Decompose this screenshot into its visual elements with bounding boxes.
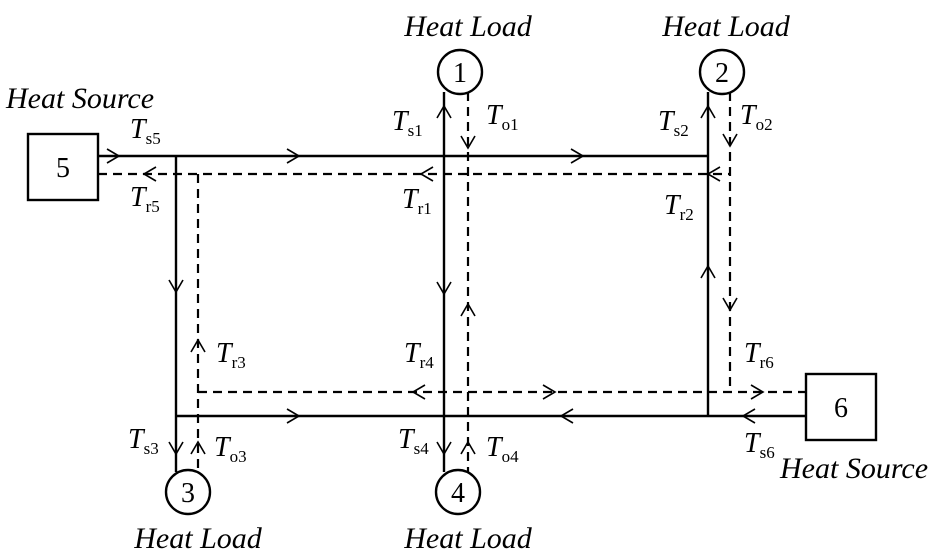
node-3-caption: Heat Load [133, 522, 263, 555]
node-6-box [804, 372, 878, 442]
node-2: 2 Heat Load [661, 10, 791, 96]
temp-label-tr2: Tr2 [664, 190, 694, 224]
temp-label-tr4: Tr4 [404, 338, 434, 372]
node-2-label: 2 [715, 58, 729, 89]
arrow-left-icon [559, 408, 574, 424]
temp-label-ts4: Ts4 [398, 424, 429, 458]
node-3-circle [164, 468, 212, 516]
node-4-circle [434, 468, 482, 516]
node-1-caption: Heat Load [403, 10, 533, 43]
temp-label-ts3: Ts3 [128, 424, 159, 458]
arrow-down-icon [460, 135, 476, 150]
node-3-label: 3 [181, 478, 195, 509]
node-1: 1 Heat Load [403, 10, 533, 96]
arrow-down-icon [722, 297, 738, 312]
temp-label-ts1: Ts1 [392, 106, 423, 140]
node-2-circle [698, 48, 746, 96]
temp-label-to4: To4 [486, 432, 519, 466]
arrow-up-icon [460, 302, 476, 317]
arrow-up-icon [460, 440, 476, 455]
node-1-label: 1 [453, 58, 467, 89]
arrow-up-icon [700, 264, 716, 279]
arrow-right-icon [750, 384, 765, 400]
node-4-label: 4 [451, 478, 465, 509]
node-2-caption: Heat Load [661, 10, 791, 43]
node-4: 4 Heat Load [403, 468, 533, 555]
node-1-circle [436, 48, 484, 96]
arrow-left-icon [741, 408, 756, 424]
temp-label-to3: To3 [214, 432, 247, 466]
temp-label-tr6: Tr6 [744, 338, 774, 372]
arrow-down-icon [436, 281, 452, 296]
arrow-left-icon [419, 166, 434, 182]
node-3: 3 Heat Load [133, 468, 263, 555]
arrow-right-icon [286, 408, 301, 424]
arrow-left-icon [706, 166, 721, 182]
temp-label-to2: To2 [740, 100, 773, 134]
temp-label-tr3: Tr3 [216, 338, 246, 372]
temp-label-ts5: Ts5 [130, 114, 161, 148]
node-5-caption: Heat Source [5, 82, 154, 115]
arrow-up-icon [700, 104, 716, 119]
arrow-right-icon [286, 148, 301, 164]
arrow-right-icon [542, 384, 557, 400]
arrow-right-icon [570, 148, 585, 164]
node-5-label: 5 [56, 153, 70, 184]
node-5-box [26, 132, 100, 202]
flow-arrows [106, 104, 765, 456]
arrow-right-icon [106, 148, 121, 164]
arrow-up-icon [190, 440, 206, 455]
temp-label-tr1: Tr1 [402, 184, 432, 218]
temp-label-tr5: Tr5 [130, 182, 160, 216]
arrow-down-icon [168, 441, 184, 456]
arrow-up-icon [436, 104, 452, 119]
arrow-up-icon [190, 338, 206, 353]
node-6: 6 Heat Source [779, 372, 928, 485]
arrow-left-icon [411, 384, 426, 400]
node-6-caption: Heat Source [779, 452, 928, 485]
temp-label-to1: To1 [486, 100, 519, 134]
temp-label-ts6: Ts6 [744, 428, 775, 462]
arrow-left-icon [142, 166, 157, 182]
supply-network [98, 92, 806, 472]
temp-label-ts2: Ts2 [658, 106, 689, 140]
return-network [98, 92, 806, 472]
temperature-labels: Ts1 To1 Ts2 To2 Ts5 Tr5 Tr1 Tr2 Tr3 Tr4 … [128, 100, 775, 466]
arrow-down-icon [722, 133, 738, 148]
arrow-down-icon [168, 279, 184, 294]
arrow-down-icon [436, 441, 452, 456]
node-6-label: 6 [834, 393, 848, 424]
node-4-caption: Heat Load [403, 522, 533, 555]
node-5: 5 Heat Source [5, 82, 154, 202]
